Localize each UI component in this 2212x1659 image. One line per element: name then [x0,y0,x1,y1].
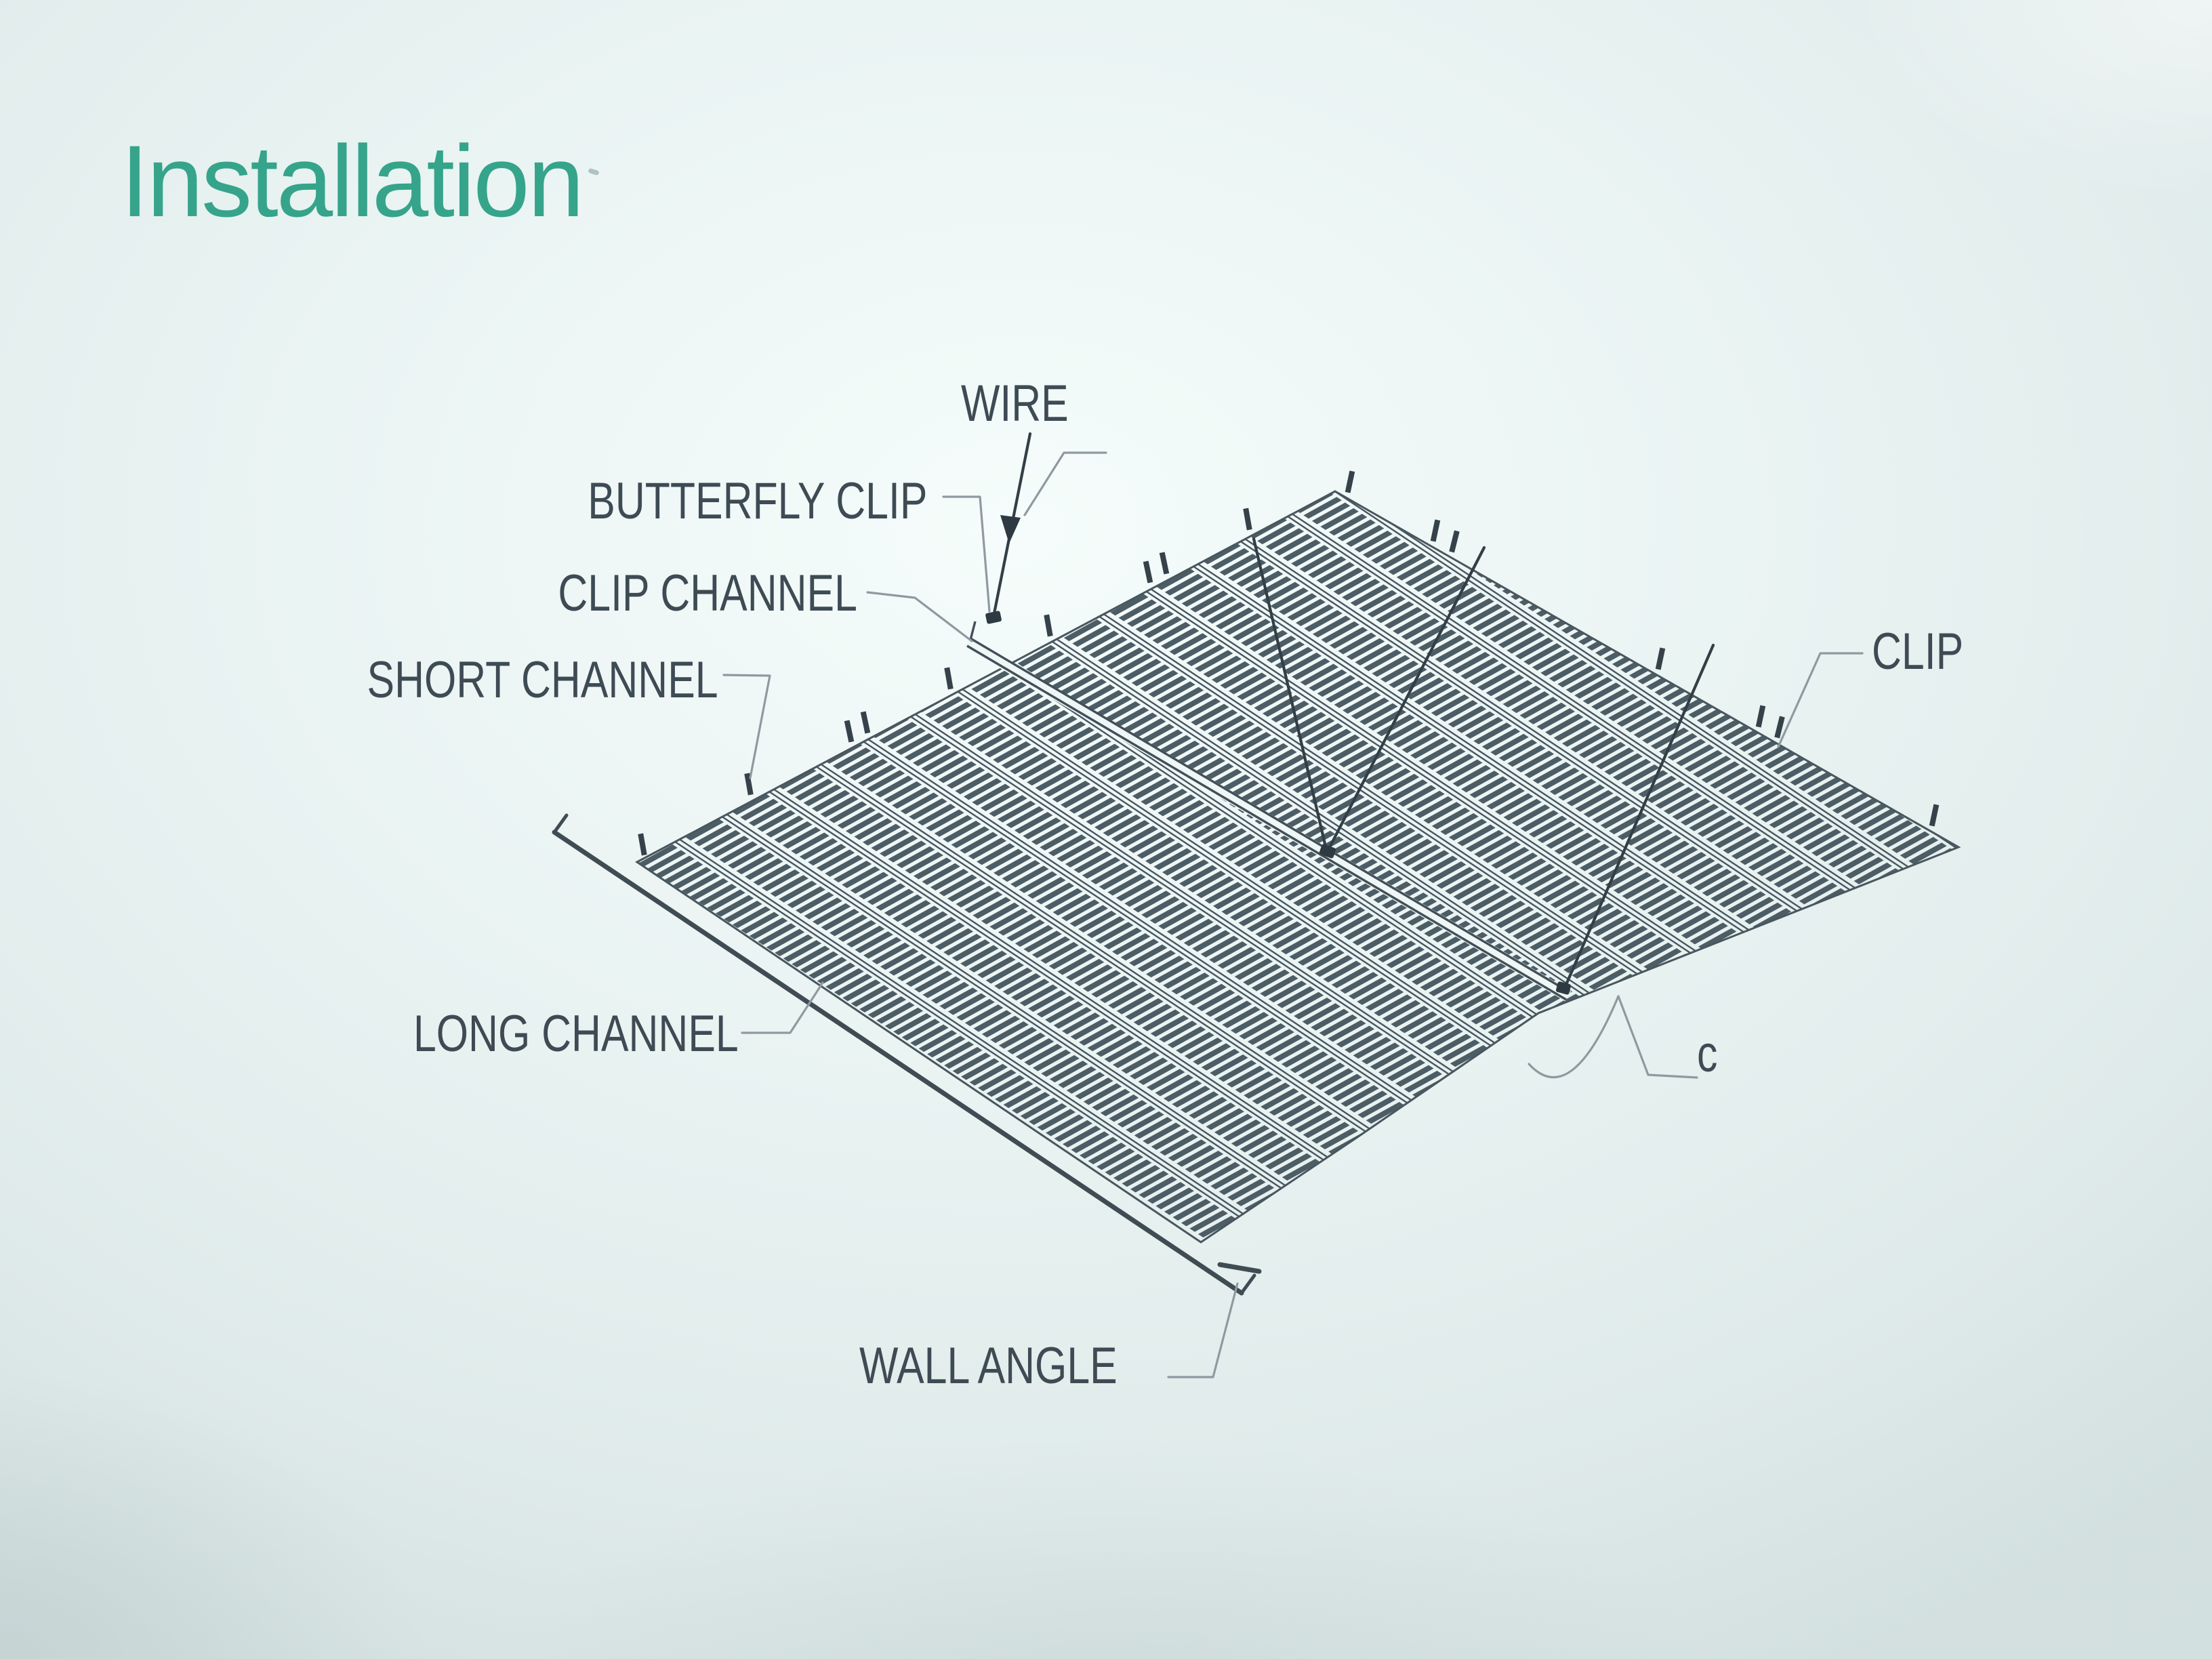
edge-clips-upper-right [1345,470,1940,827]
leader-detail-c [1617,995,1698,1079]
leader-clip [1777,652,1864,748]
leader-butterfly-clip [942,495,991,613]
label-detail-c: c [1697,1025,1718,1083]
hanger-wire-mid-a [1252,537,1329,855]
leader-short-channel [722,674,771,779]
edge-clips-upper-left [638,508,1252,856]
leader-wire-twist [1023,451,1107,516]
label-short-channel: SHORT CHANNEL [367,651,718,709]
wall-angle-bar [552,813,1262,1296]
label-wall-angle: WALL ANGLE [859,1337,1118,1395]
leader-wall-angle [1167,1282,1239,1378]
hanger-wire-right [1561,643,1715,993]
wire-arrowhead [1000,515,1021,544]
label-butterfly-clip: BUTTERFLY CLIP [587,472,927,530]
label-clip: CLIP [1872,623,1964,680]
leader-long-channel [741,981,824,1034]
label-clip-channel: CLIP CHANNEL [558,565,857,622]
page-title: Installation [121,124,584,238]
butterfly-clips [985,515,1572,995]
label-wire: WIRE [961,375,1069,432]
grid-mesh [635,490,1961,1244]
hanger-wire-mid-b [1325,546,1486,855]
leader-lines [722,451,1864,1378]
leader-clip-channel [866,591,973,642]
leader-detail-arc [1528,995,1620,1079]
clip-channel-bar [964,621,1572,1002]
label-long-channel: LONG CHANNEL [413,1005,739,1063]
